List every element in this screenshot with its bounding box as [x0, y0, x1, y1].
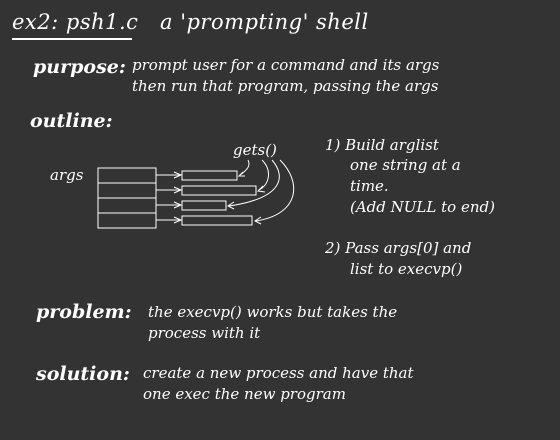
problem-line-2: process with it [148, 324, 261, 342]
purpose-label: purpose: [33, 56, 126, 78]
string-buffer [181, 200, 227, 211]
arrowhead [173, 201, 183, 209]
step2-line-1: 2) Pass args[0] and [325, 239, 472, 257]
args-label: args [50, 166, 84, 184]
step1-line-1: 1) Build arglist [325, 136, 439, 154]
step1-line-4: (Add NULL to end) [350, 198, 495, 216]
problem-line-1: the execvp() works but takes the [148, 303, 398, 321]
purpose-line-1: prompt user for a command and its args [132, 56, 440, 74]
step2-line-2: list to execvp() [350, 260, 463, 278]
title-subtitle: a 'prompting' shell [160, 10, 369, 34]
step1-line-3: time. [350, 177, 389, 195]
arrowhead [237, 171, 245, 177]
gets-arrow [258, 159, 269, 191]
gets-arrow [239, 159, 250, 176]
gets-arrow [228, 159, 280, 207]
arrowhead [254, 216, 262, 225]
step1-line-2: one string at a [350, 156, 461, 174]
arrowhead [173, 186, 183, 194]
problem-label: problem: [36, 301, 132, 323]
outline-label: outline: [30, 110, 113, 132]
string-buffer [181, 215, 253, 226]
string-buffer [181, 185, 257, 196]
gets-arrow [255, 159, 295, 222]
arrowhead [173, 171, 183, 179]
string-buffer [181, 170, 238, 181]
title-filename: ex2: psh1.c [12, 10, 139, 34]
arrowhead [227, 201, 235, 210]
solution-line-1: create a new process and have that [143, 364, 414, 382]
solution-label: solution: [36, 363, 130, 385]
gets-label: gets() [233, 141, 277, 159]
arrowhead [256, 185, 266, 193]
solution-line-2: one exec the new program [143, 385, 346, 403]
title-underline [12, 38, 132, 40]
purpose-line-2: then run that program, passing the args [132, 77, 439, 95]
arrowhead [173, 216, 183, 224]
